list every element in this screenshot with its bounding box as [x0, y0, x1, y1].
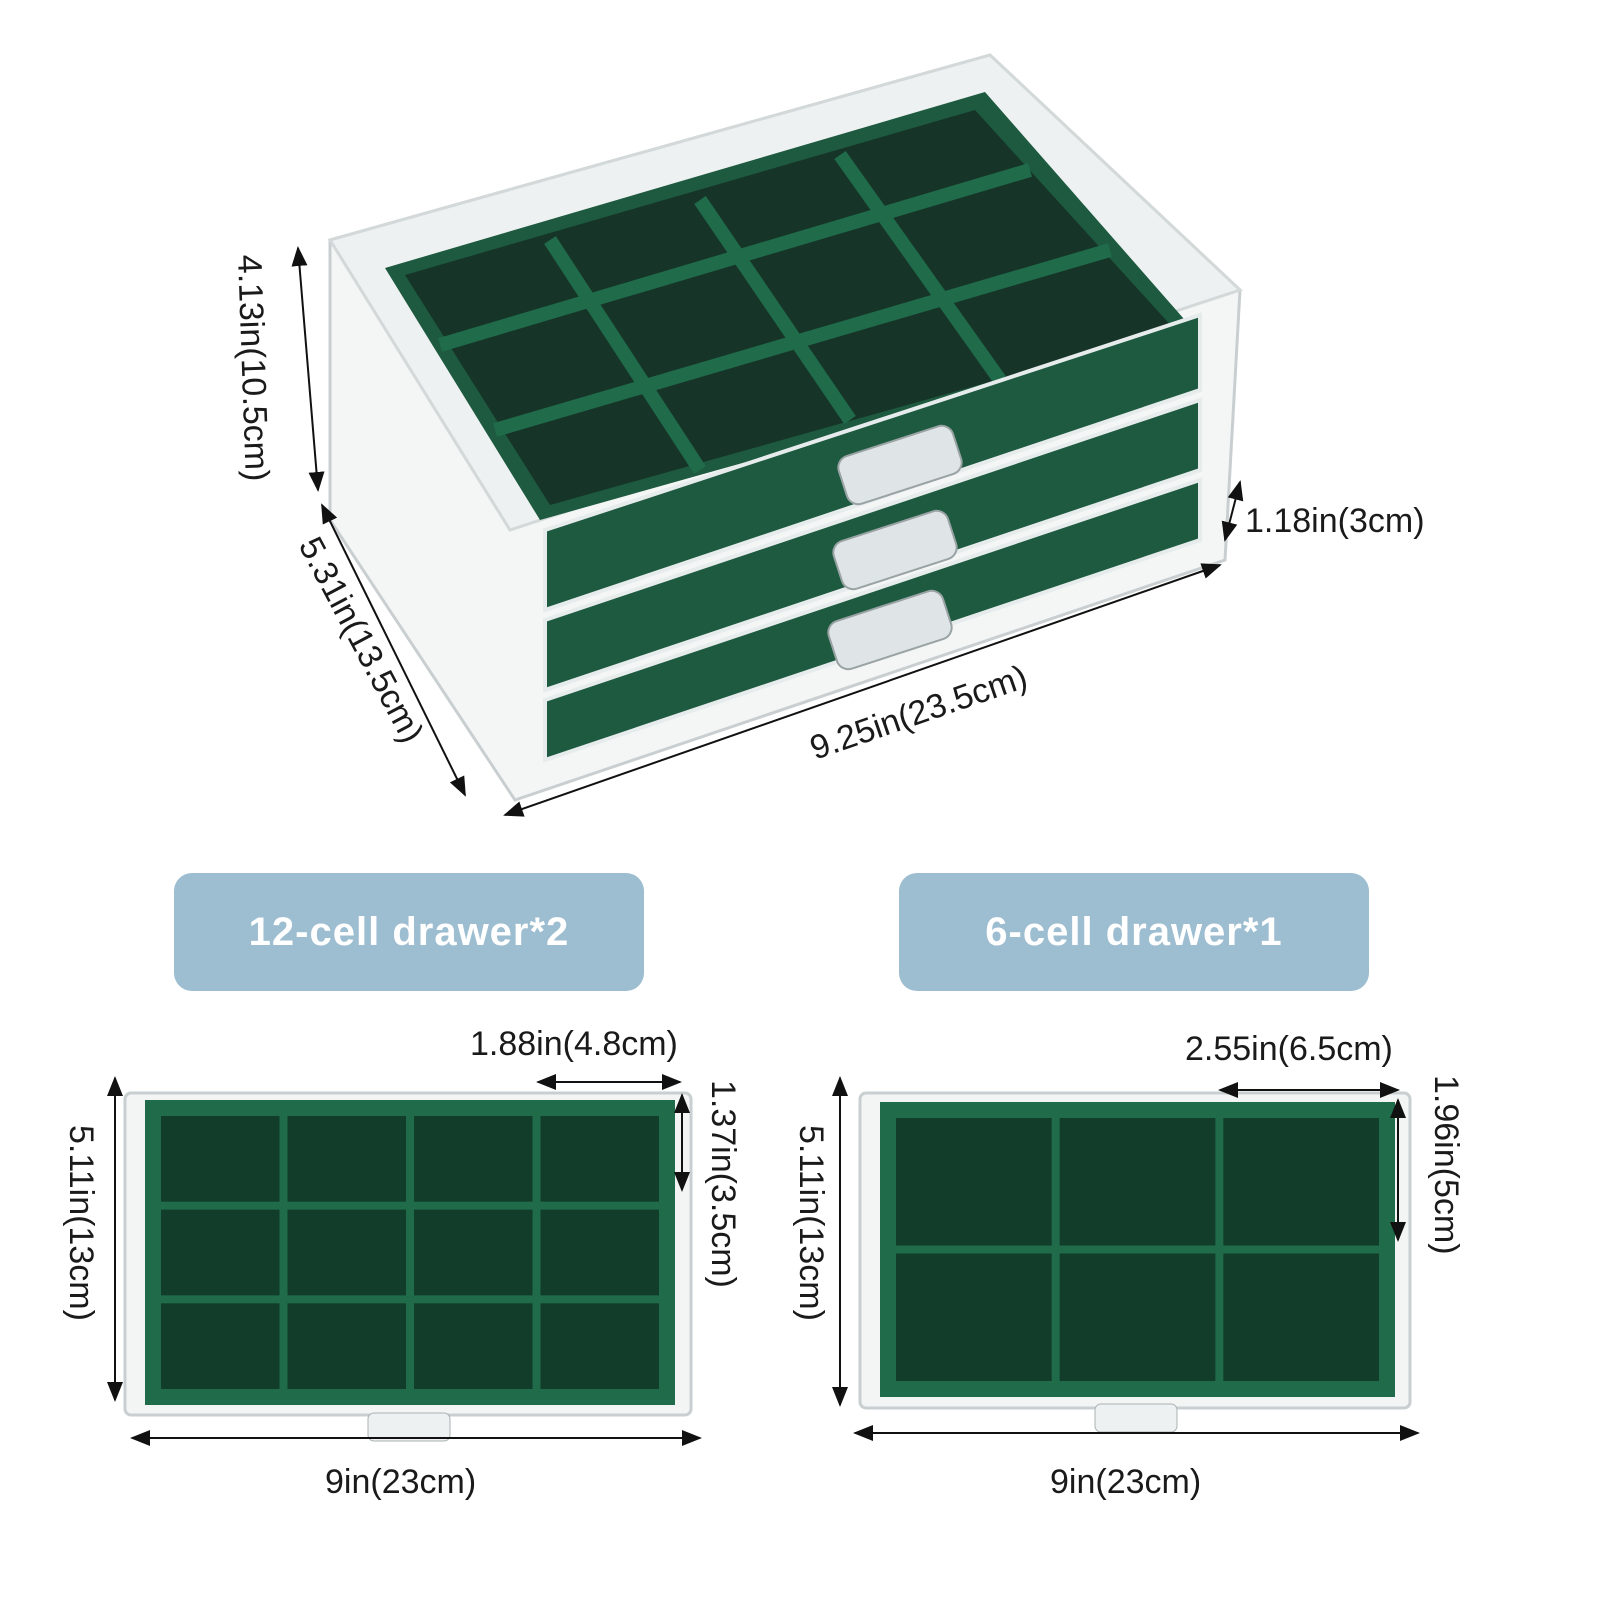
- height-dimension: 4.13in(10.5cm): [230, 254, 276, 482]
- six-cell-badge: 6-cell drawer*1: [899, 873, 1369, 991]
- width-6: 9in(23cm): [1050, 1463, 1201, 1501]
- drawer-cell: [1223, 1118, 1379, 1246]
- drawer-cell: [540, 1116, 659, 1202]
- drawer-cell: [287, 1116, 406, 1202]
- drawer-cell: [896, 1253, 1052, 1381]
- drawer-cell: [161, 1209, 280, 1296]
- drawer-cell: [1059, 1118, 1216, 1246]
- depth-12: 5.11in(13cm): [62, 1125, 100, 1321]
- twelve-cell-badge: 12-cell drawer*2: [174, 873, 644, 991]
- width-12: 9in(23cm): [325, 1463, 476, 1501]
- drawer-cell: [287, 1209, 406, 1296]
- cell-width-12: 1.88in(4.8cm): [470, 1025, 678, 1063]
- drawer-cell: [414, 1116, 533, 1202]
- six-cell-label: 6-cell drawer*1: [985, 909, 1283, 954]
- drawer-cell: [896, 1118, 1052, 1246]
- drawer-cell: [161, 1116, 280, 1202]
- drawer-cell: [287, 1303, 406, 1389]
- jewelry-organizer-box: [327, 53, 1243, 802]
- drawer-cell: [540, 1303, 659, 1389]
- drawer-cell: [540, 1209, 659, 1296]
- six-cell-drawer: [858, 1091, 1412, 1433]
- drawer-height-dimension: 1.18in(3cm): [1245, 502, 1425, 540]
- drawer-cell: [1059, 1253, 1216, 1381]
- cell-width-6: 2.55in(6.5cm): [1185, 1030, 1393, 1068]
- drawer-cell: [1223, 1253, 1379, 1381]
- drawer-cell: [414, 1209, 533, 1296]
- cell-height-12: 1.37in(3.5cm): [704, 1080, 742, 1288]
- twelve-cell-drawer: [123, 1091, 693, 1442]
- depth-6: 5.11in(13cm): [792, 1125, 830, 1321]
- twelve-cell-label: 12-cell drawer*2: [248, 909, 570, 954]
- drawer-cell: [414, 1303, 533, 1389]
- cell-height-6: 1.96in(5cm): [1427, 1075, 1465, 1255]
- drawer-cell: [161, 1303, 280, 1389]
- drawer-handles: [827, 424, 963, 671]
